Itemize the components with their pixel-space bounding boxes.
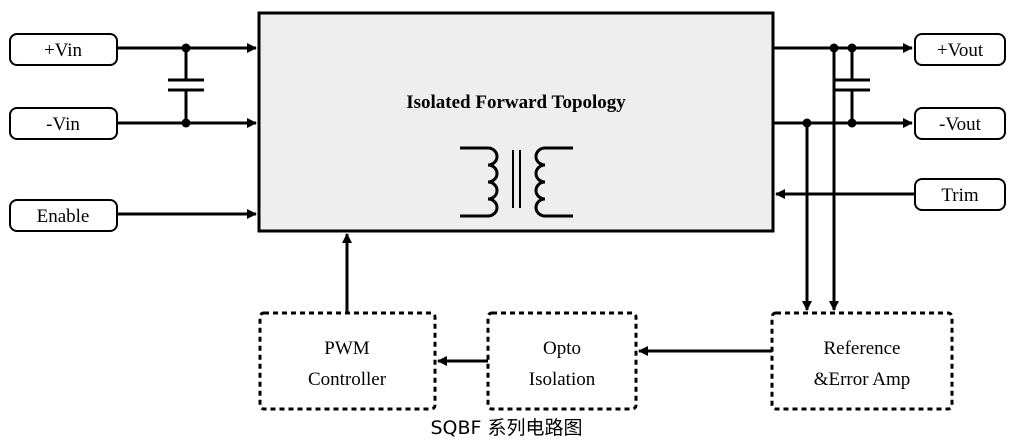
pin-trim-label: Trim [941, 185, 979, 206]
pin-vout-pos-label: +Vout [937, 40, 984, 61]
feedback-wiring [342, 233, 772, 366]
pin-vout-pos: +Vout [914, 33, 1006, 66]
pwm-controller-line1: PWM [324, 338, 370, 359]
pin-vout-neg-label: -Vout [939, 114, 982, 135]
pin-vin-pos: +Vin [9, 33, 118, 66]
opto-isolation-line1: Opto [543, 338, 581, 359]
output-wiring [773, 43, 915, 311]
pin-vin-neg: -Vin [9, 107, 118, 140]
opto-isolation-line2: Isolation [529, 369, 596, 390]
input-wiring [117, 43, 257, 219]
main-block-title: Isolated Forward Topology [406, 92, 626, 113]
main-block: Isolated Forward Topology [257, 11, 775, 233]
pin-trim: Trim [914, 178, 1006, 211]
pin-enable-label: Enable [37, 206, 90, 227]
reference-error-amp-block: Reference &Error Amp [770, 311, 954, 411]
pin-vin-neg-label: -Vin [46, 114, 80, 135]
opto-isolation-block: Opto Isolation [486, 311, 638, 411]
diagram-caption: SQBF 系列电路图 [430, 417, 583, 439]
pin-vout-neg: -Vout [914, 107, 1006, 140]
pwm-controller-line2: Controller [308, 369, 387, 390]
pin-enable: Enable [9, 199, 118, 232]
pwm-controller-block: PWM Controller [258, 311, 437, 411]
transformer-icon [460, 146, 573, 218]
reference-error-amp-line2: &Error Amp [814, 369, 911, 390]
pin-vin-pos-label: +Vin [44, 40, 83, 61]
reference-error-amp-line1: Reference [824, 338, 901, 359]
